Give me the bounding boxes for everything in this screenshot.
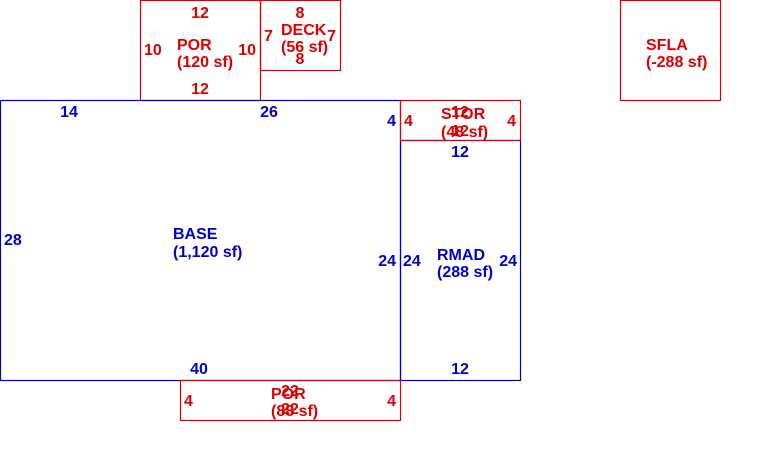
por-bottom-outline bbox=[179, 379, 402, 422]
deck-dim-left: 7 bbox=[264, 28, 273, 45]
por-bottom-dim-left: 4 bbox=[184, 393, 193, 410]
base-dim-left: 28 bbox=[4, 232, 22, 249]
base-dim-top-right: 26 bbox=[260, 104, 278, 121]
deck-area-value: (56 sf) bbox=[281, 39, 328, 56]
deck-label: DECK bbox=[281, 22, 327, 39]
deck-area: 8 8 7 7 DECK (56 sf) bbox=[259, 0, 342, 72]
stor-dim-right: 4 bbox=[507, 113, 516, 130]
sfla-outline bbox=[619, 0, 722, 102]
base-dim-right-top: 4 bbox=[387, 113, 396, 130]
stor-label: STOR bbox=[441, 106, 486, 123]
por-bottom-dim-right: 4 bbox=[387, 393, 396, 410]
rmad-label: RMAD bbox=[437, 247, 485, 264]
por-top-dim-bottom: 12 bbox=[191, 81, 209, 98]
stor-dim-bottom: 12 bbox=[451, 123, 469, 140]
rmad-dim-left: 24 bbox=[403, 253, 421, 270]
base-area: 14 26 28 4 24 40 BASE (1,120 sf) bbox=[0, 99, 402, 382]
por-top-dim-top: 12 bbox=[191, 5, 209, 22]
por-top-label: POR bbox=[177, 37, 212, 54]
rmad-area-value: (288 sf) bbox=[437, 264, 493, 281]
sfla-label: SFLA bbox=[646, 37, 688, 54]
sfla-area-value: (-288 sf) bbox=[646, 54, 707, 71]
por-top-dim-left: 10 bbox=[144, 42, 162, 59]
base-label: BASE bbox=[173, 226, 218, 243]
rmad-dim-right: 24 bbox=[499, 253, 517, 270]
por-bottom-dim-top: 22 bbox=[281, 383, 299, 400]
stor-outline bbox=[399, 99, 522, 142]
sfla-area: SFLA (-288 sf) bbox=[619, 0, 722, 102]
rmad-dim-top: 12 bbox=[451, 144, 469, 161]
por-bottom-area-value: (88 sf) bbox=[271, 403, 318, 420]
por-top-dim-right: 10 bbox=[238, 42, 256, 59]
stor-area-value: (48 sf) bbox=[441, 124, 488, 141]
base-dim-bottom: 40 bbox=[190, 361, 208, 378]
deck-dim-top: 8 bbox=[296, 5, 305, 22]
base-dim-right: 24 bbox=[378, 253, 396, 270]
stor-dim-left: 4 bbox=[404, 113, 413, 130]
rmad-area: 12 12 24 24 RMAD (288 sf) bbox=[399, 139, 522, 382]
base-area-value: (1,120 sf) bbox=[173, 244, 242, 261]
rmad-dim-bottom: 12 bbox=[451, 361, 469, 378]
stor-area: 12 12 4 4 STOR (48 sf) bbox=[399, 99, 522, 142]
deck-outline bbox=[259, 0, 342, 72]
base-dim-top-left: 14 bbox=[60, 104, 78, 121]
stor-dim-top: 12 bbox=[451, 104, 469, 121]
por-top-area-value: (120 sf) bbox=[177, 54, 233, 71]
deck-dim-bottom: 8 bbox=[296, 51, 305, 68]
por-bottom-label: POR bbox=[271, 386, 306, 403]
por-bottom-area: 22 22 4 4 POR (88 sf) bbox=[179, 379, 402, 422]
por-top-area: 12 12 10 10 POR (120 sf) bbox=[139, 0, 262, 102]
deck-dim-right: 7 bbox=[327, 28, 336, 45]
por-bottom-dim-bottom: 22 bbox=[281, 401, 299, 418]
